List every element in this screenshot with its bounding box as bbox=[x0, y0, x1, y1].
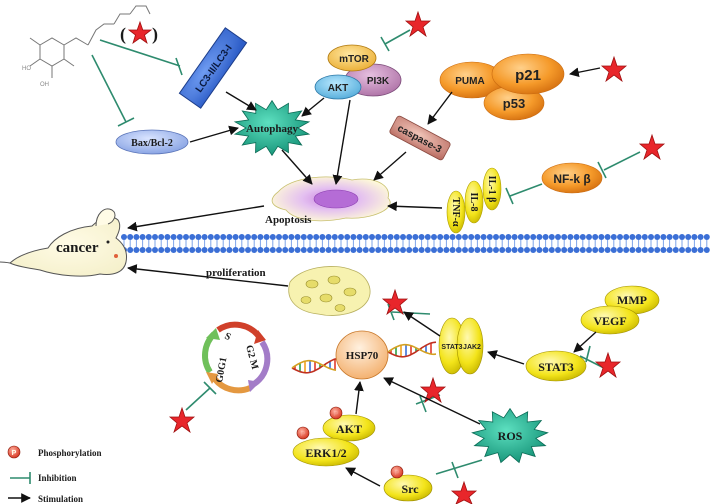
ros-node[interactable]: ROS bbox=[471, 407, 549, 464]
svg-text:OH: OH bbox=[40, 82, 49, 88]
legend-inhibition: Inhibition bbox=[38, 473, 77, 483]
molecule-structure-icon: HO OH bbox=[22, 5, 151, 88]
red-star-icon bbox=[600, 55, 628, 83]
ros-label: ROS bbox=[498, 429, 523, 443]
stat3-node[interactable]: STAT3 bbox=[525, 350, 587, 382]
src-label: Src bbox=[401, 482, 419, 496]
red-star-icon bbox=[594, 351, 622, 379]
phos-erk: P bbox=[301, 431, 306, 438]
akt-top-label: AKT bbox=[328, 83, 349, 94]
inhibition-stat3 bbox=[579, 345, 605, 369]
vegf-mmp-complex[interactable]: MMP VEGF bbox=[580, 285, 660, 335]
il8-label: IL-8 bbox=[468, 193, 479, 212]
hsp70-node[interactable]: HSP70 bbox=[335, 330, 389, 380]
autophagy-label: Autophagy bbox=[246, 123, 298, 135]
apoptosis-cell[interactable]: Apoptosis bbox=[265, 176, 391, 226]
red-star-icon bbox=[168, 406, 196, 434]
lc3-node[interactable]: LC3-II/LC3-I bbox=[178, 27, 248, 109]
cycle-g2m-label: G2 M bbox=[243, 344, 260, 371]
bax-label: Bax/Bcl-2 bbox=[131, 138, 173, 149]
legend-stimulation: Stimulation bbox=[38, 494, 83, 504]
stat3-small-label: STAT3 bbox=[441, 344, 462, 351]
inhibition-cell-cycle bbox=[185, 381, 217, 411]
cell-membrane bbox=[121, 234, 710, 253]
dna-helix-icon bbox=[291, 341, 437, 374]
p21-label: p21 bbox=[515, 67, 541, 84]
autophagy-node[interactable]: Autophagy bbox=[233, 99, 311, 157]
cycle-g0g1-label: G0G1 bbox=[214, 356, 229, 383]
stat3-label: STAT3 bbox=[538, 360, 574, 374]
inhibition-nfkb bbox=[597, 151, 641, 179]
caspase3-node[interactable]: caspase-3 bbox=[389, 115, 451, 161]
inhibition-lines-molecule bbox=[91, 39, 183, 127]
bax-bcl2-node[interactable]: Bax/Bcl-2 bbox=[115, 129, 189, 155]
il1b-label: IL-1 β bbox=[486, 176, 497, 203]
mmp-label: MMP bbox=[617, 293, 647, 307]
apoptosis-label: Apoptosis bbox=[265, 214, 312, 226]
akt-bottom-label: AKT bbox=[336, 422, 362, 436]
cancer-label: cancer bbox=[56, 240, 99, 256]
proliferation-label: proliferation bbox=[206, 267, 266, 279]
svg-text:HO: HO bbox=[22, 66, 31, 72]
src-node[interactable]: Src P bbox=[383, 465, 433, 502]
mouse-cancer-model[interactable]: cancer bbox=[0, 208, 127, 277]
paren-close: ) bbox=[152, 24, 158, 45]
jak2-label: JAK2 bbox=[463, 344, 481, 351]
inhibition-mtor bbox=[380, 29, 411, 52]
puma-p21-p53-complex[interactable]: PUMA p53 p21 bbox=[439, 53, 565, 121]
proliferation-cells[interactable]: proliferation bbox=[206, 266, 371, 316]
phosphorylation-legend-icon bbox=[7, 445, 21, 459]
red-star-icon bbox=[381, 288, 409, 316]
vegf-label: VEGF bbox=[593, 314, 626, 328]
cytokine-group[interactable]: IL-1 β IL-8 TNF-α bbox=[446, 167, 502, 234]
cell-cycle-wheel[interactable]: S G2 M G0G1 bbox=[202, 321, 271, 394]
akt-erk-complex[interactable]: AKT ERK1/2 P P bbox=[292, 406, 376, 467]
legend: P Phosphorylation Inhibition Stimulation bbox=[7, 445, 102, 504]
red-star-icon bbox=[638, 133, 666, 161]
stimulation-arrows bbox=[127, 67, 601, 487]
cycle-s-label: S bbox=[223, 331, 233, 344]
nfkb-label: NF-k β bbox=[553, 172, 590, 186]
stat3-jak2-complex[interactable]: STAT3 JAK2 bbox=[438, 317, 484, 375]
inhibition-src bbox=[435, 459, 483, 479]
red-star-icon bbox=[450, 480, 478, 504]
mtor-label: mTOR bbox=[339, 54, 370, 65]
inhibition-cytokine bbox=[505, 183, 543, 205]
paren-open: ( bbox=[120, 24, 126, 45]
mtor-pi3k-akt-complex[interactable]: PI3K mTOR AKT bbox=[314, 44, 402, 100]
tnfa-label: TNF-α bbox=[450, 198, 461, 227]
phos-akt: P bbox=[334, 411, 339, 418]
hsp70-label: HSP70 bbox=[346, 350, 379, 362]
phos-legend-letter: P bbox=[12, 450, 17, 457]
red-star-icon bbox=[404, 10, 432, 38]
puma-label: PUMA bbox=[455, 76, 484, 87]
p53-label: p53 bbox=[503, 96, 525, 111]
phos-src: P bbox=[395, 470, 400, 477]
red-star-icon bbox=[419, 376, 447, 404]
legend-phosphorylation: Phosphorylation bbox=[38, 448, 102, 458]
red-star-icon bbox=[127, 20, 153, 45]
erk-label: ERK1/2 bbox=[305, 446, 346, 460]
pi3k-label: PI3K bbox=[367, 76, 390, 87]
nfkb-node[interactable]: NF-k β bbox=[541, 162, 603, 194]
